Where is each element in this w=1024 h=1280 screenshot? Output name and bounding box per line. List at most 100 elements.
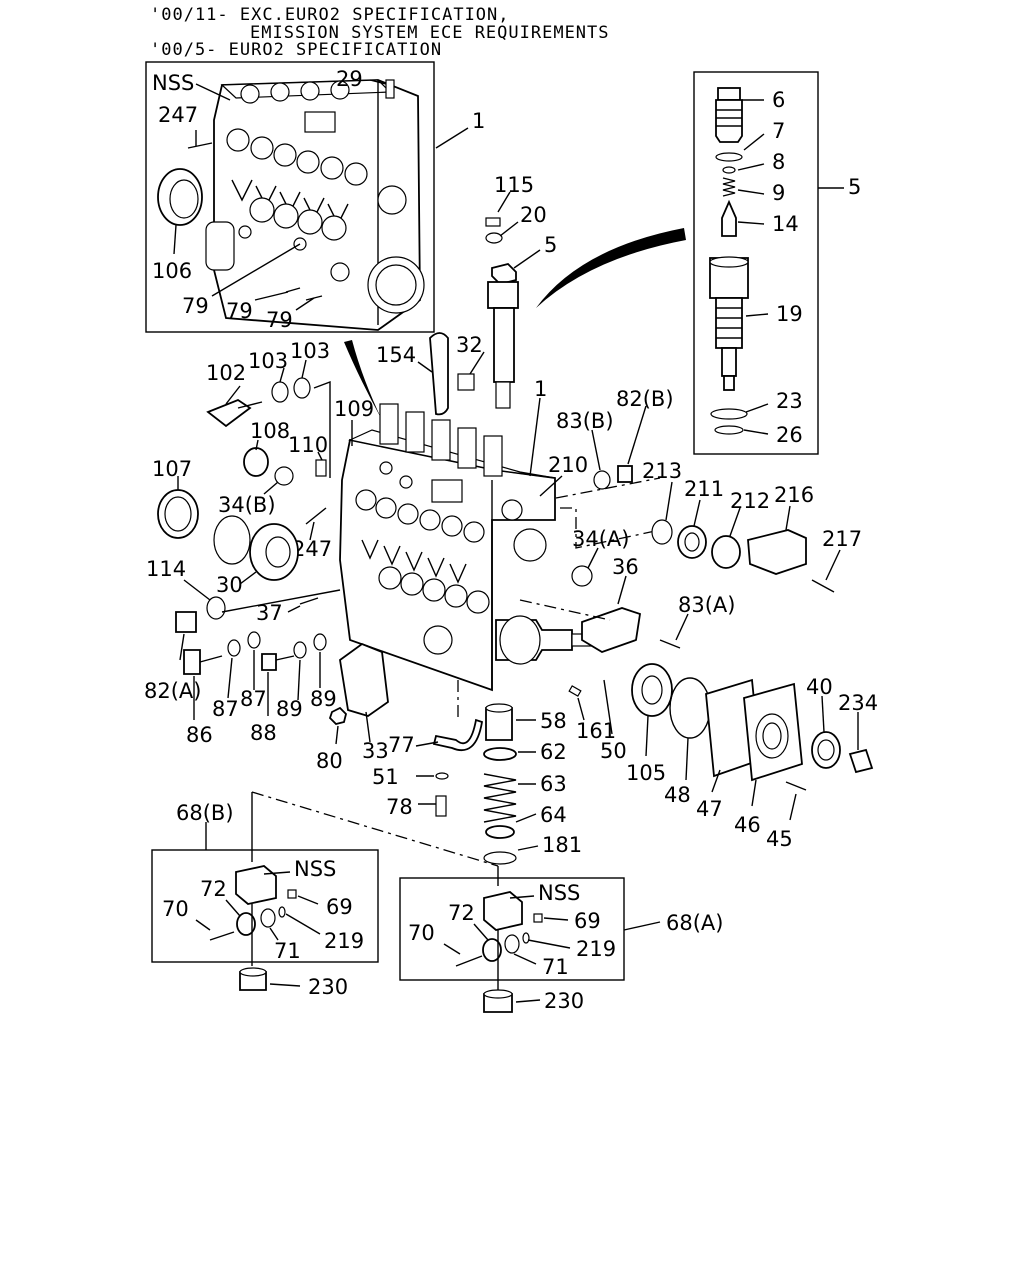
callout-36: 36	[612, 555, 639, 579]
washer-103-b	[293, 377, 311, 399]
inset-68a: 68(A) NSS 69 72 70 219 71	[399, 877, 723, 990]
callout-247-inset: 247	[158, 103, 198, 127]
callout-77: 77	[388, 733, 415, 757]
pin-110	[315, 459, 327, 477]
callout-14: 14	[772, 212, 799, 236]
callout-5-main: 5	[544, 233, 557, 257]
tappet-58	[485, 707, 513, 741]
bolt-37	[659, 639, 681, 649]
callout-78: 78	[386, 795, 413, 819]
callout-37: 83(A)	[678, 593, 735, 617]
bolt-30	[299, 597, 319, 605]
washer-213	[651, 519, 673, 545]
header-line-2: EMISSION SYSTEM ECE REQUIREMENTS	[250, 23, 610, 43]
callout-34a: 34(A)	[572, 527, 629, 551]
callout-230-a: 230	[544, 989, 584, 1013]
inset-delivery-valve-frame	[693, 71, 819, 455]
banjo-bolt-102	[206, 398, 252, 428]
callout-181: 181	[542, 833, 582, 857]
valve-holder-6	[717, 87, 741, 101]
callout-219-a: 219	[576, 937, 616, 961]
callout-89-a: 89	[276, 697, 303, 721]
callout-103-b: 103	[290, 339, 330, 363]
callout-102: 102	[206, 361, 246, 385]
pointer-arrow-right	[536, 228, 686, 308]
pump-body-illustration	[205, 79, 425, 331]
roller-72-a	[482, 938, 502, 962]
inset-68b: 68(B) NSS 69 72 70 71 219	[151, 801, 379, 966]
callout-23: 23	[776, 389, 803, 413]
bush-71-b	[260, 908, 276, 928]
callout-234: 234	[838, 691, 878, 715]
callout-62: 62	[540, 740, 567, 764]
callout-1-inset: 1	[472, 109, 485, 133]
plug-82a	[175, 611, 197, 633]
callout-82b: 82(B)	[616, 387, 674, 411]
callout-88: 88	[250, 721, 277, 745]
seat-62	[483, 747, 517, 761]
callout-79-c: 79	[266, 308, 293, 332]
callout-34b: 34(B)	[218, 493, 276, 517]
bolt-86	[183, 649, 201, 675]
shim-181	[483, 851, 517, 865]
washer-87-a	[227, 639, 241, 657]
callout-71-a: 71	[542, 955, 569, 979]
callout-6: 6	[772, 88, 785, 112]
callout-69-a: 69	[574, 909, 601, 933]
callout-71-b: 71	[274, 939, 301, 963]
callout-79-b: 79	[226, 299, 253, 323]
clip-34a	[571, 565, 593, 587]
spring-9	[722, 177, 736, 197]
callout-114: 30	[216, 573, 243, 597]
screw-69-b	[287, 889, 297, 899]
bolt-78	[435, 795, 447, 817]
callout-110: 110	[288, 433, 328, 457]
inset-pump-body: NSS 29 247 1 106 79 79 79	[145, 61, 485, 333]
callout-154: 154	[376, 343, 416, 367]
callout-50: 50	[600, 739, 627, 763]
plate-36	[581, 607, 642, 653]
callout-70-b: 70	[162, 897, 189, 921]
callout-20: 20	[520, 203, 547, 227]
callout-9: 9	[772, 181, 785, 205]
o-ring-7	[715, 152, 743, 162]
callout-40: 40	[806, 675, 833, 699]
bolt-88	[261, 653, 277, 671]
clip-34b	[274, 466, 294, 486]
callout-161: 51	[372, 765, 399, 789]
header-line-1: '00/11- EXC.EURO2 SPECIFICATION,	[150, 5, 510, 25]
washer-83a	[206, 596, 226, 620]
nss-label-68b: NSS	[294, 857, 336, 881]
o-ring-26	[714, 425, 744, 435]
callout-106: 106	[152, 259, 192, 283]
governor-216	[747, 529, 807, 575]
callout-107: 107	[152, 457, 192, 481]
o-ring-23	[710, 408, 748, 420]
housing-68a	[483, 891, 523, 931]
callout-70-a: 70	[408, 921, 435, 945]
washer-89-b	[313, 633, 327, 651]
callout-33: 33	[362, 739, 389, 763]
bolt-45	[785, 781, 807, 791]
nut-80	[328, 706, 347, 725]
bracket-154	[429, 332, 449, 416]
washer-8	[722, 166, 736, 174]
header-line-3: '00/5- EURO2 SPECIFICATION	[150, 40, 443, 60]
callout-89-b: 89	[310, 687, 337, 711]
callout-72-b: 72	[200, 877, 227, 901]
inset-68b-frame	[151, 849, 379, 963]
callout-8: 8	[772, 150, 785, 174]
callout-63: 63	[540, 772, 567, 796]
callout-51: 161	[576, 719, 616, 743]
inset-68a-frame	[399, 877, 625, 981]
inset-pump-body-frame	[145, 61, 435, 333]
roller-72-b	[236, 912, 256, 936]
callout-216: 216	[774, 483, 814, 507]
callout-19: 19	[776, 302, 803, 326]
callout-26: 26	[776, 423, 803, 447]
washer-20	[485, 232, 503, 244]
plug-82b	[617, 465, 633, 483]
pointer-arrow-left	[344, 340, 382, 420]
callout-72-a: 72	[448, 901, 475, 925]
